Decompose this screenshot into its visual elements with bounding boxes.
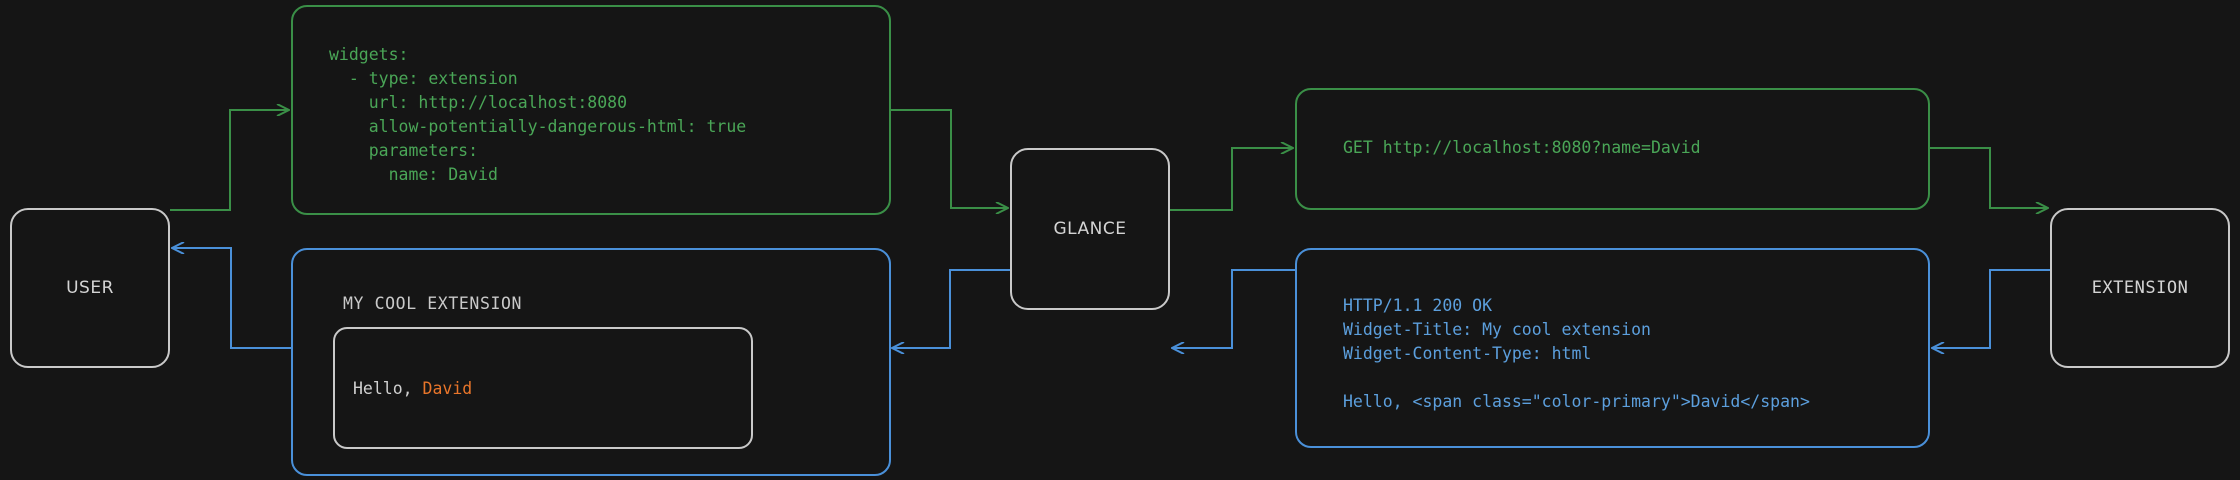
- widget-greeting-prefix: Hello,: [353, 378, 423, 398]
- panel-http-request: GET http://localhost:8080?name=David: [1295, 88, 1930, 210]
- widget-content-card: Hello, David: [333, 327, 753, 449]
- node-user-label: USER: [66, 278, 114, 298]
- http-response-text: HTTP/1.1 200 OK Widget-Title: My cool ex…: [1343, 296, 1810, 411]
- edge-user-to-yaml: [170, 110, 289, 211]
- edge-response-to-glance: [1172, 269, 1295, 348]
- panel-yaml-config: widgets: - type: extension url: http://l…: [291, 5, 891, 215]
- node-glance[interactable]: GLANCE: [1010, 148, 1170, 310]
- http-request-text: GET http://localhost:8080?name=David: [1343, 138, 1701, 157]
- widget-greeting-name: David: [422, 378, 473, 398]
- widget-title: MY COOL EXTENSION: [343, 294, 523, 313]
- edge-yaml-to-glance: [891, 109, 1008, 208]
- panel-rendered-widget: MY COOL EXTENSION Hello, David: [291, 248, 891, 476]
- node-user[interactable]: USER: [10, 208, 170, 368]
- yaml-config-text: widgets: - type: extension url: http://l…: [329, 45, 747, 184]
- edge-glance-to-request: [1170, 148, 1293, 211]
- node-extension[interactable]: EXTENSION: [2050, 208, 2230, 368]
- edge-glance-to-widget: [892, 269, 1010, 348]
- node-extension-label: EXTENSION: [2091, 278, 2189, 298]
- widget-greeting-text: Hello, David: [353, 379, 472, 398]
- edge-extension-to-response: [1932, 269, 2050, 348]
- node-glance-label: GLANCE: [1053, 219, 1127, 239]
- edge-request-to-extension: [1930, 147, 2048, 208]
- edge-widget-to-user: [172, 248, 291, 349]
- panel-http-response: HTTP/1.1 200 OK Widget-Title: My cool ex…: [1295, 248, 1930, 448]
